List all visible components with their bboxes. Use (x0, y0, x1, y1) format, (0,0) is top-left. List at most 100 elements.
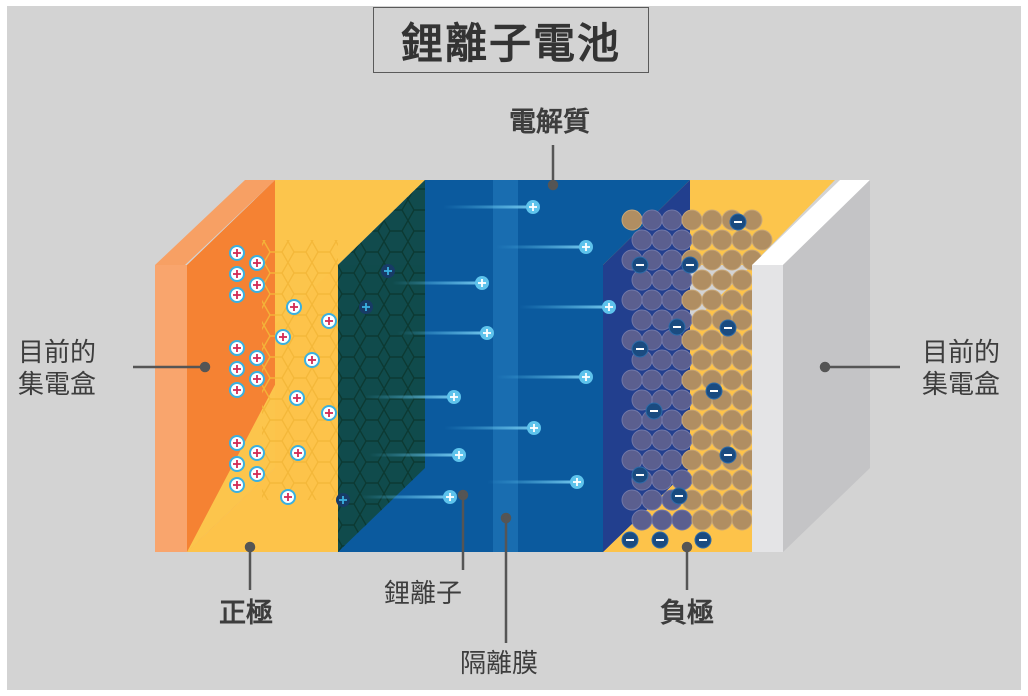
minus-electron-icon (631, 256, 649, 274)
ion-trail (496, 245, 586, 249)
electrolyte-label: 電解質 (509, 107, 590, 138)
minus-electron-icon (719, 446, 737, 464)
anode-particle (621, 369, 643, 391)
plus-ion-icon (579, 240, 593, 254)
left-collector-label-line1: 目前的 (18, 338, 97, 368)
minus-electron-icon (621, 531, 639, 549)
anode-particle (671, 229, 693, 251)
anode-particle (701, 449, 723, 471)
anode-particle (691, 229, 713, 251)
plus-ion-icon (280, 489, 296, 505)
anode-particle (691, 509, 713, 531)
ion-trail (397, 331, 487, 335)
anode-particle (681, 409, 703, 431)
plus-ion-icon (249, 277, 265, 293)
anode-particle (701, 289, 723, 311)
anode-particle (631, 309, 653, 331)
plus-ion-icon (229, 340, 245, 356)
ion-trail (369, 453, 459, 457)
anode-particle (711, 229, 733, 251)
anode-particle (731, 429, 753, 451)
anode-particle (721, 369, 743, 391)
ion-trail (360, 495, 450, 499)
plus-ion-icon (321, 405, 337, 421)
minus-electron-icon (719, 319, 737, 337)
plus-ion-icon (321, 313, 337, 329)
plus-ion-icon (447, 390, 461, 404)
plus-ion-icon (229, 456, 245, 472)
ion-trail (444, 426, 534, 430)
ion-trail (364, 395, 454, 399)
anode-particle (701, 409, 723, 431)
anode-particle (631, 429, 653, 451)
plus-ion-icon (275, 329, 291, 345)
anode-particle (731, 469, 753, 491)
anode-particle (681, 329, 703, 351)
label-leader-lines (133, 145, 900, 643)
plus-ion-icon (443, 490, 457, 504)
anode-particle (661, 289, 683, 311)
left-collector-label: 目前的 集電盒 (18, 337, 96, 401)
anode-particle (621, 409, 643, 431)
electrolyte-leader-dot (547, 179, 559, 191)
anode-particle (671, 469, 693, 491)
anode-particle (711, 269, 733, 291)
plus-ion-icon (526, 200, 540, 214)
plus-ion-icon (381, 264, 395, 278)
anode-particle (641, 209, 663, 231)
minus-electron-icon (668, 318, 686, 336)
separator-membrane (493, 180, 518, 552)
anode-particle (621, 209, 643, 231)
anode-particle (661, 409, 683, 431)
cathode-leader-dot (244, 541, 256, 553)
anode-particle (751, 229, 773, 251)
anode-particle (731, 269, 753, 291)
anode-particle (681, 449, 703, 471)
right-collector-label-line1: 目前的 (922, 338, 1001, 368)
separator-label: 隔離膜 (460, 649, 539, 679)
anode-particle (651, 429, 673, 451)
right-collector-label-line2: 集電盒 (922, 370, 1001, 400)
li-ion-label: 鋰離子 (384, 579, 463, 609)
anode-particle (721, 249, 743, 271)
anode-particle (661, 249, 683, 271)
minus-electron-icon (705, 382, 723, 400)
ion-trail (496, 375, 586, 379)
right-collector-leader-dot (819, 361, 831, 373)
anode-particle (691, 309, 713, 331)
plus-ion-icon (286, 299, 302, 315)
anode-particle (671, 429, 693, 451)
minus-electron-icon (694, 531, 712, 549)
plus-ion-icon (249, 466, 265, 482)
left-collector-label-line2: 集電盒 (18, 370, 97, 400)
plus-ion-icon (570, 475, 584, 489)
anode-particle (681, 369, 703, 391)
plus-ion-icon (304, 352, 320, 368)
anode-particle (641, 449, 663, 471)
minus-electron-icon (651, 531, 669, 549)
anode-particle (731, 349, 753, 371)
ion-trail (519, 305, 609, 309)
electrons (621, 213, 747, 549)
anode-particle (671, 509, 693, 531)
plus-ion-icon (249, 445, 265, 461)
anode-particle (651, 469, 673, 491)
anode-particle (731, 509, 753, 531)
plus-ion-icon (229, 245, 245, 261)
anode-particle (631, 509, 653, 531)
anode-label: 負極 (660, 598, 714, 629)
anode-particle (701, 329, 723, 351)
plus-ion-icon (229, 287, 245, 303)
left-collector-top (155, 180, 275, 265)
anode-particle (731, 229, 753, 251)
plus-ion-icon (249, 350, 265, 366)
ion-trails (360, 205, 609, 499)
plus-ion-icon (290, 445, 306, 461)
plus-ion-icon (359, 300, 373, 314)
plus-ion-icon (527, 421, 541, 435)
lithium-ions (229, 200, 616, 507)
plus-ion-icon (336, 493, 350, 507)
ion-trail (443, 205, 533, 209)
